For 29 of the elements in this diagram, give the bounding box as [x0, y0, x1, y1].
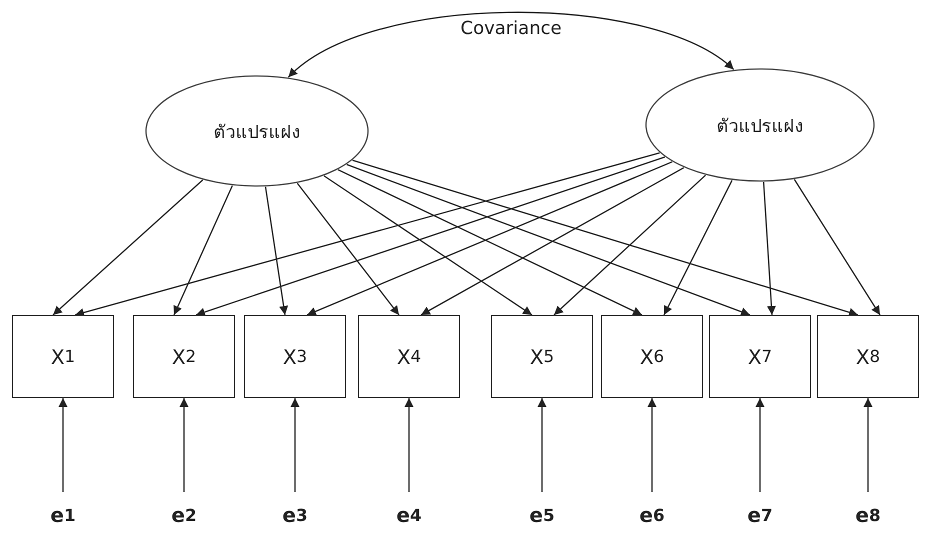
latent-ellipse — [645, 68, 875, 182]
arrow — [648, 398, 656, 492]
ellipse-label: ตัวแปรแฝง — [214, 120, 300, 144]
arrow — [58, 398, 68, 492]
arrow — [756, 398, 764, 492]
arrow — [554, 174, 706, 316]
arrow — [173, 185, 233, 316]
arrow — [180, 398, 188, 492]
arrow — [306, 161, 672, 316]
arrow — [288, 12, 734, 78]
arrow — [864, 398, 872, 492]
arrow — [74, 152, 660, 317]
arrow — [296, 182, 400, 316]
arrow — [324, 175, 532, 316]
arrow — [762, 182, 776, 316]
arrow — [404, 398, 414, 492]
arrow — [196, 156, 666, 316]
arrow — [794, 179, 881, 316]
arrow — [420, 167, 684, 316]
arrow — [290, 398, 300, 492]
arrow — [346, 164, 750, 316]
arrow — [52, 180, 204, 316]
latent-ellipse — [145, 75, 369, 187]
arrow — [663, 180, 733, 316]
ellipse-label: ตัวแปรแฝง — [716, 114, 804, 138]
arrow — [538, 398, 546, 492]
arrow — [338, 169, 642, 316]
arrow — [264, 186, 288, 316]
arrow — [352, 160, 858, 317]
